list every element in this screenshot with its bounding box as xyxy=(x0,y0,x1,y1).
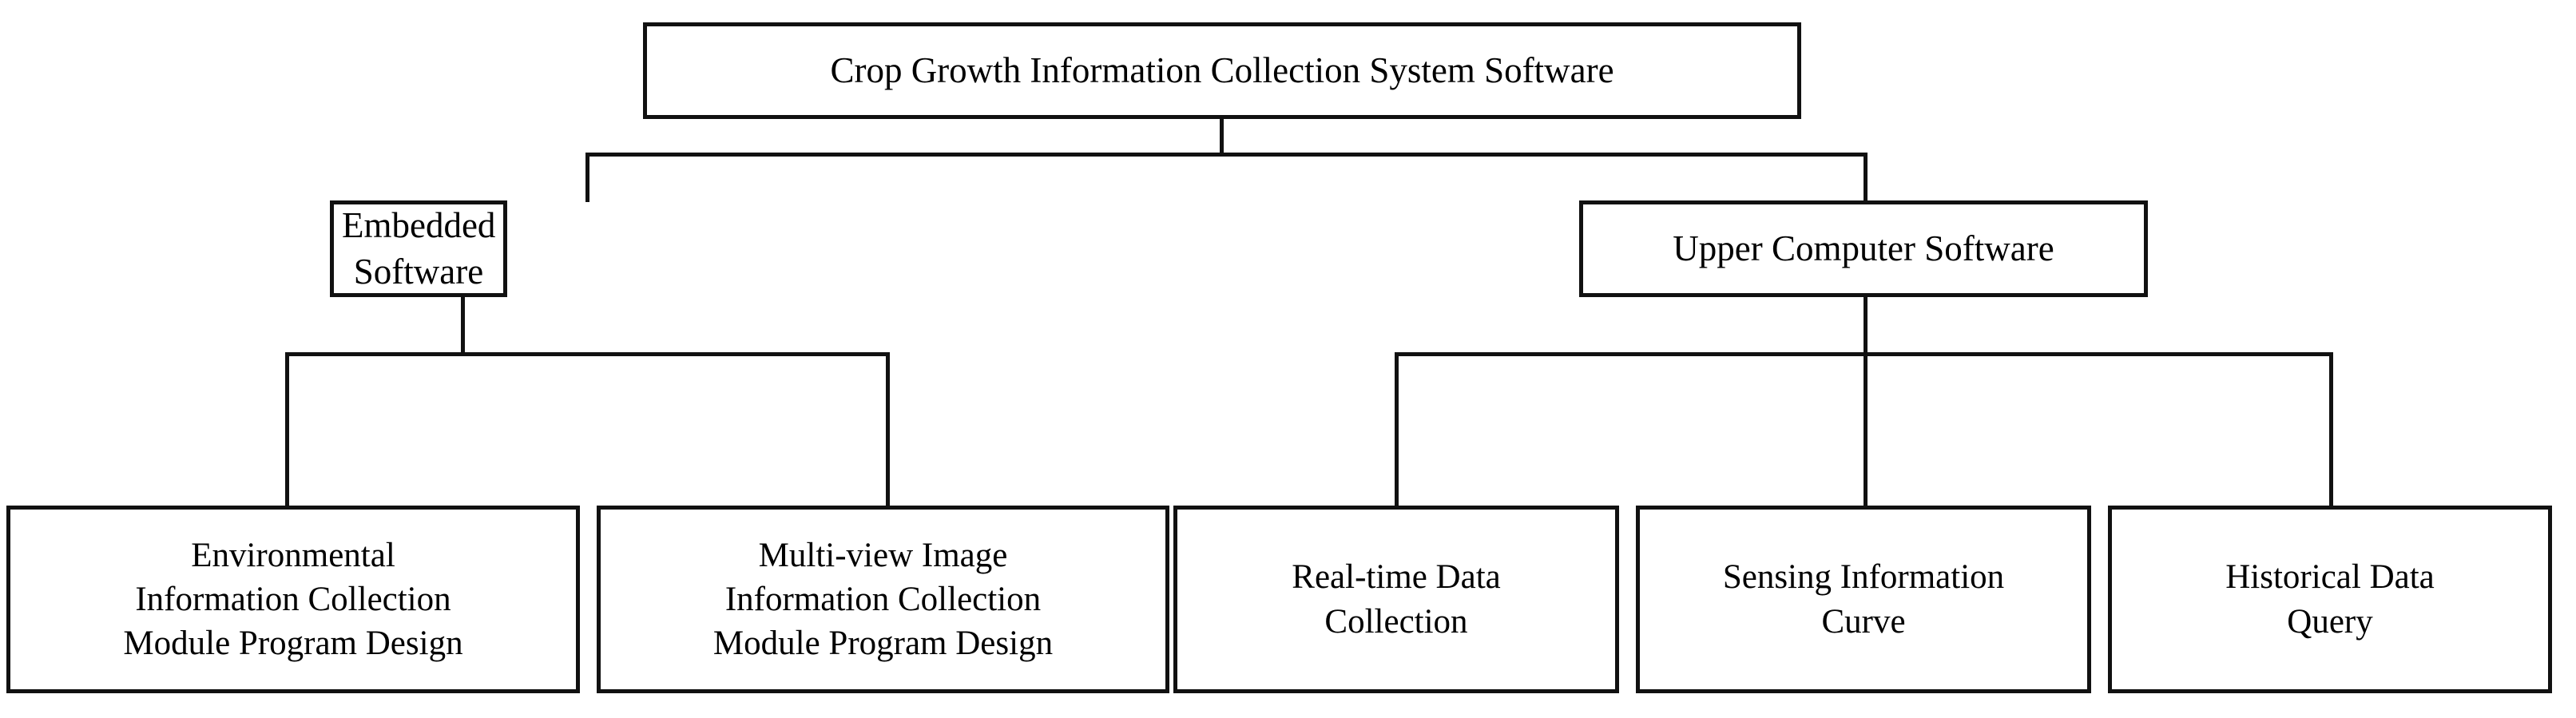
node-sensing-information-curve[interactable]: Sensing Information Curve xyxy=(1636,506,2091,693)
node-multiview-image-information-collection-module-label: Multi-view Image Information Collection … xyxy=(712,536,1054,663)
connector-root-stem xyxy=(1220,118,1224,157)
node-environmental-information-collection-module-label: Environmental Information Collection Mod… xyxy=(123,536,463,663)
node-upper-computer-software[interactable]: Upper Computer Software xyxy=(1579,200,2148,297)
connector-to-environmental-module xyxy=(285,352,289,508)
node-historical-data-query-label: Historical Data Query xyxy=(2225,558,2435,641)
connector-to-multiview-module xyxy=(886,352,890,508)
node-upper-computer-software-label: Upper Computer Software xyxy=(1673,228,2054,268)
connector-upper-stem xyxy=(1864,297,1868,355)
connector-to-upper-computer-software xyxy=(1864,153,1868,202)
node-realtime-data-collection[interactable]: Real-time Data Collection xyxy=(1173,506,1619,693)
node-environmental-information-collection-module[interactable]: Environmental Information Collection Mod… xyxy=(6,506,580,693)
node-sensing-information-curve-label: Sensing Information Curve xyxy=(1722,558,2005,641)
node-realtime-data-collection-label: Real-time Data Collection xyxy=(1292,558,1501,641)
node-root-system-software[interactable]: Crop Growth Information Collection Syste… xyxy=(643,22,1801,119)
connector-to-historical-data-query xyxy=(2329,352,2333,508)
connector-level2-bus xyxy=(585,153,1868,157)
connector-embedded-bus xyxy=(285,352,890,356)
node-embedded-software-label: Embedded Software xyxy=(342,204,496,292)
connector-to-realtime-data-collection xyxy=(1395,352,1399,508)
connector-to-sensing-information-curve xyxy=(1864,352,1868,508)
node-multiview-image-information-collection-module[interactable]: Multi-view Image Information Collection … xyxy=(597,506,1169,693)
node-embedded-software[interactable]: Embedded Software xyxy=(330,200,507,297)
connector-to-embedded-software xyxy=(585,153,589,202)
connector-embedded-stem xyxy=(461,297,465,355)
node-historical-data-query[interactable]: Historical Data Query xyxy=(2108,506,2552,693)
node-root-label: Crop Growth Information Collection Syste… xyxy=(830,50,1614,90)
